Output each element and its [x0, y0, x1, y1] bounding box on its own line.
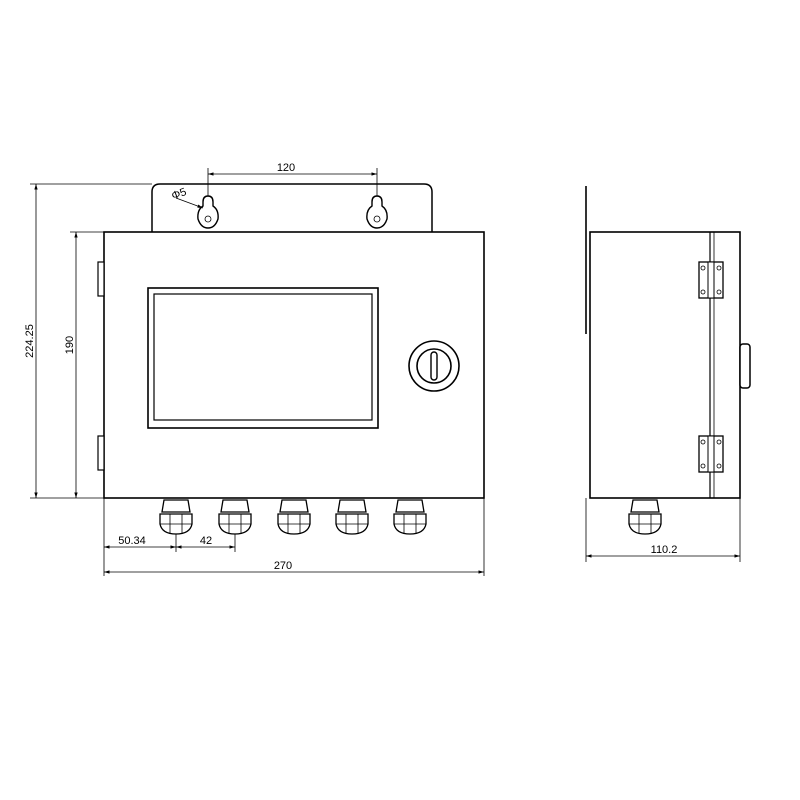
dim-side-depth: 110.2	[585, 498, 741, 562]
cable-gland-2	[218, 499, 252, 535]
dim-hole-spacing: 120	[207, 162, 378, 196]
cable-gland-3	[277, 499, 311, 535]
side-hinge-top	[698, 261, 724, 299]
front-view: 120 Φ5 224.25 190 50.34 42	[24, 162, 485, 576]
dim-total-width-label: 270	[274, 560, 292, 572]
side-cable-gland	[628, 499, 662, 535]
side-view: 110.2	[585, 186, 751, 562]
display-inner	[153, 293, 373, 421]
enclosure-front	[103, 231, 485, 499]
keyhole-right	[366, 195, 388, 229]
cable-gland-4	[335, 499, 369, 535]
keyhole-left	[197, 195, 219, 229]
side-lock-knob	[739, 343, 751, 389]
cable-glands	[159, 499, 427, 535]
dim-total-width: 270	[104, 498, 485, 576]
dim-hole-spacing-label: 120	[277, 162, 295, 174]
hinge-top-left	[97, 261, 105, 297]
cable-gland-5	[393, 499, 427, 535]
dim-box-height: 190	[64, 231, 104, 498]
dim-box-height-label: 190	[64, 336, 76, 354]
dim-total-height: 224.25	[24, 183, 152, 499]
side-hinge-bottom	[698, 435, 724, 473]
dim-gland-offsets: 50.34 42	[103, 498, 236, 576]
key-lock	[408, 340, 460, 392]
mounting-bracket	[151, 183, 433, 232]
dim-hole-diameter-label: Φ5	[170, 186, 188, 202]
dim-gland-pitch-label: 42	[200, 535, 212, 547]
display-outer	[147, 287, 379, 429]
dim-side-depth-label: 110.2	[651, 544, 678, 556]
cable-gland-1	[159, 499, 193, 535]
dim-total-height-label: 224.25	[24, 324, 36, 358]
hinge-bottom-left	[97, 435, 105, 471]
dim-hole-diameter: Φ5	[170, 186, 204, 209]
dim-first-gland-label: 50.34	[118, 535, 146, 547]
